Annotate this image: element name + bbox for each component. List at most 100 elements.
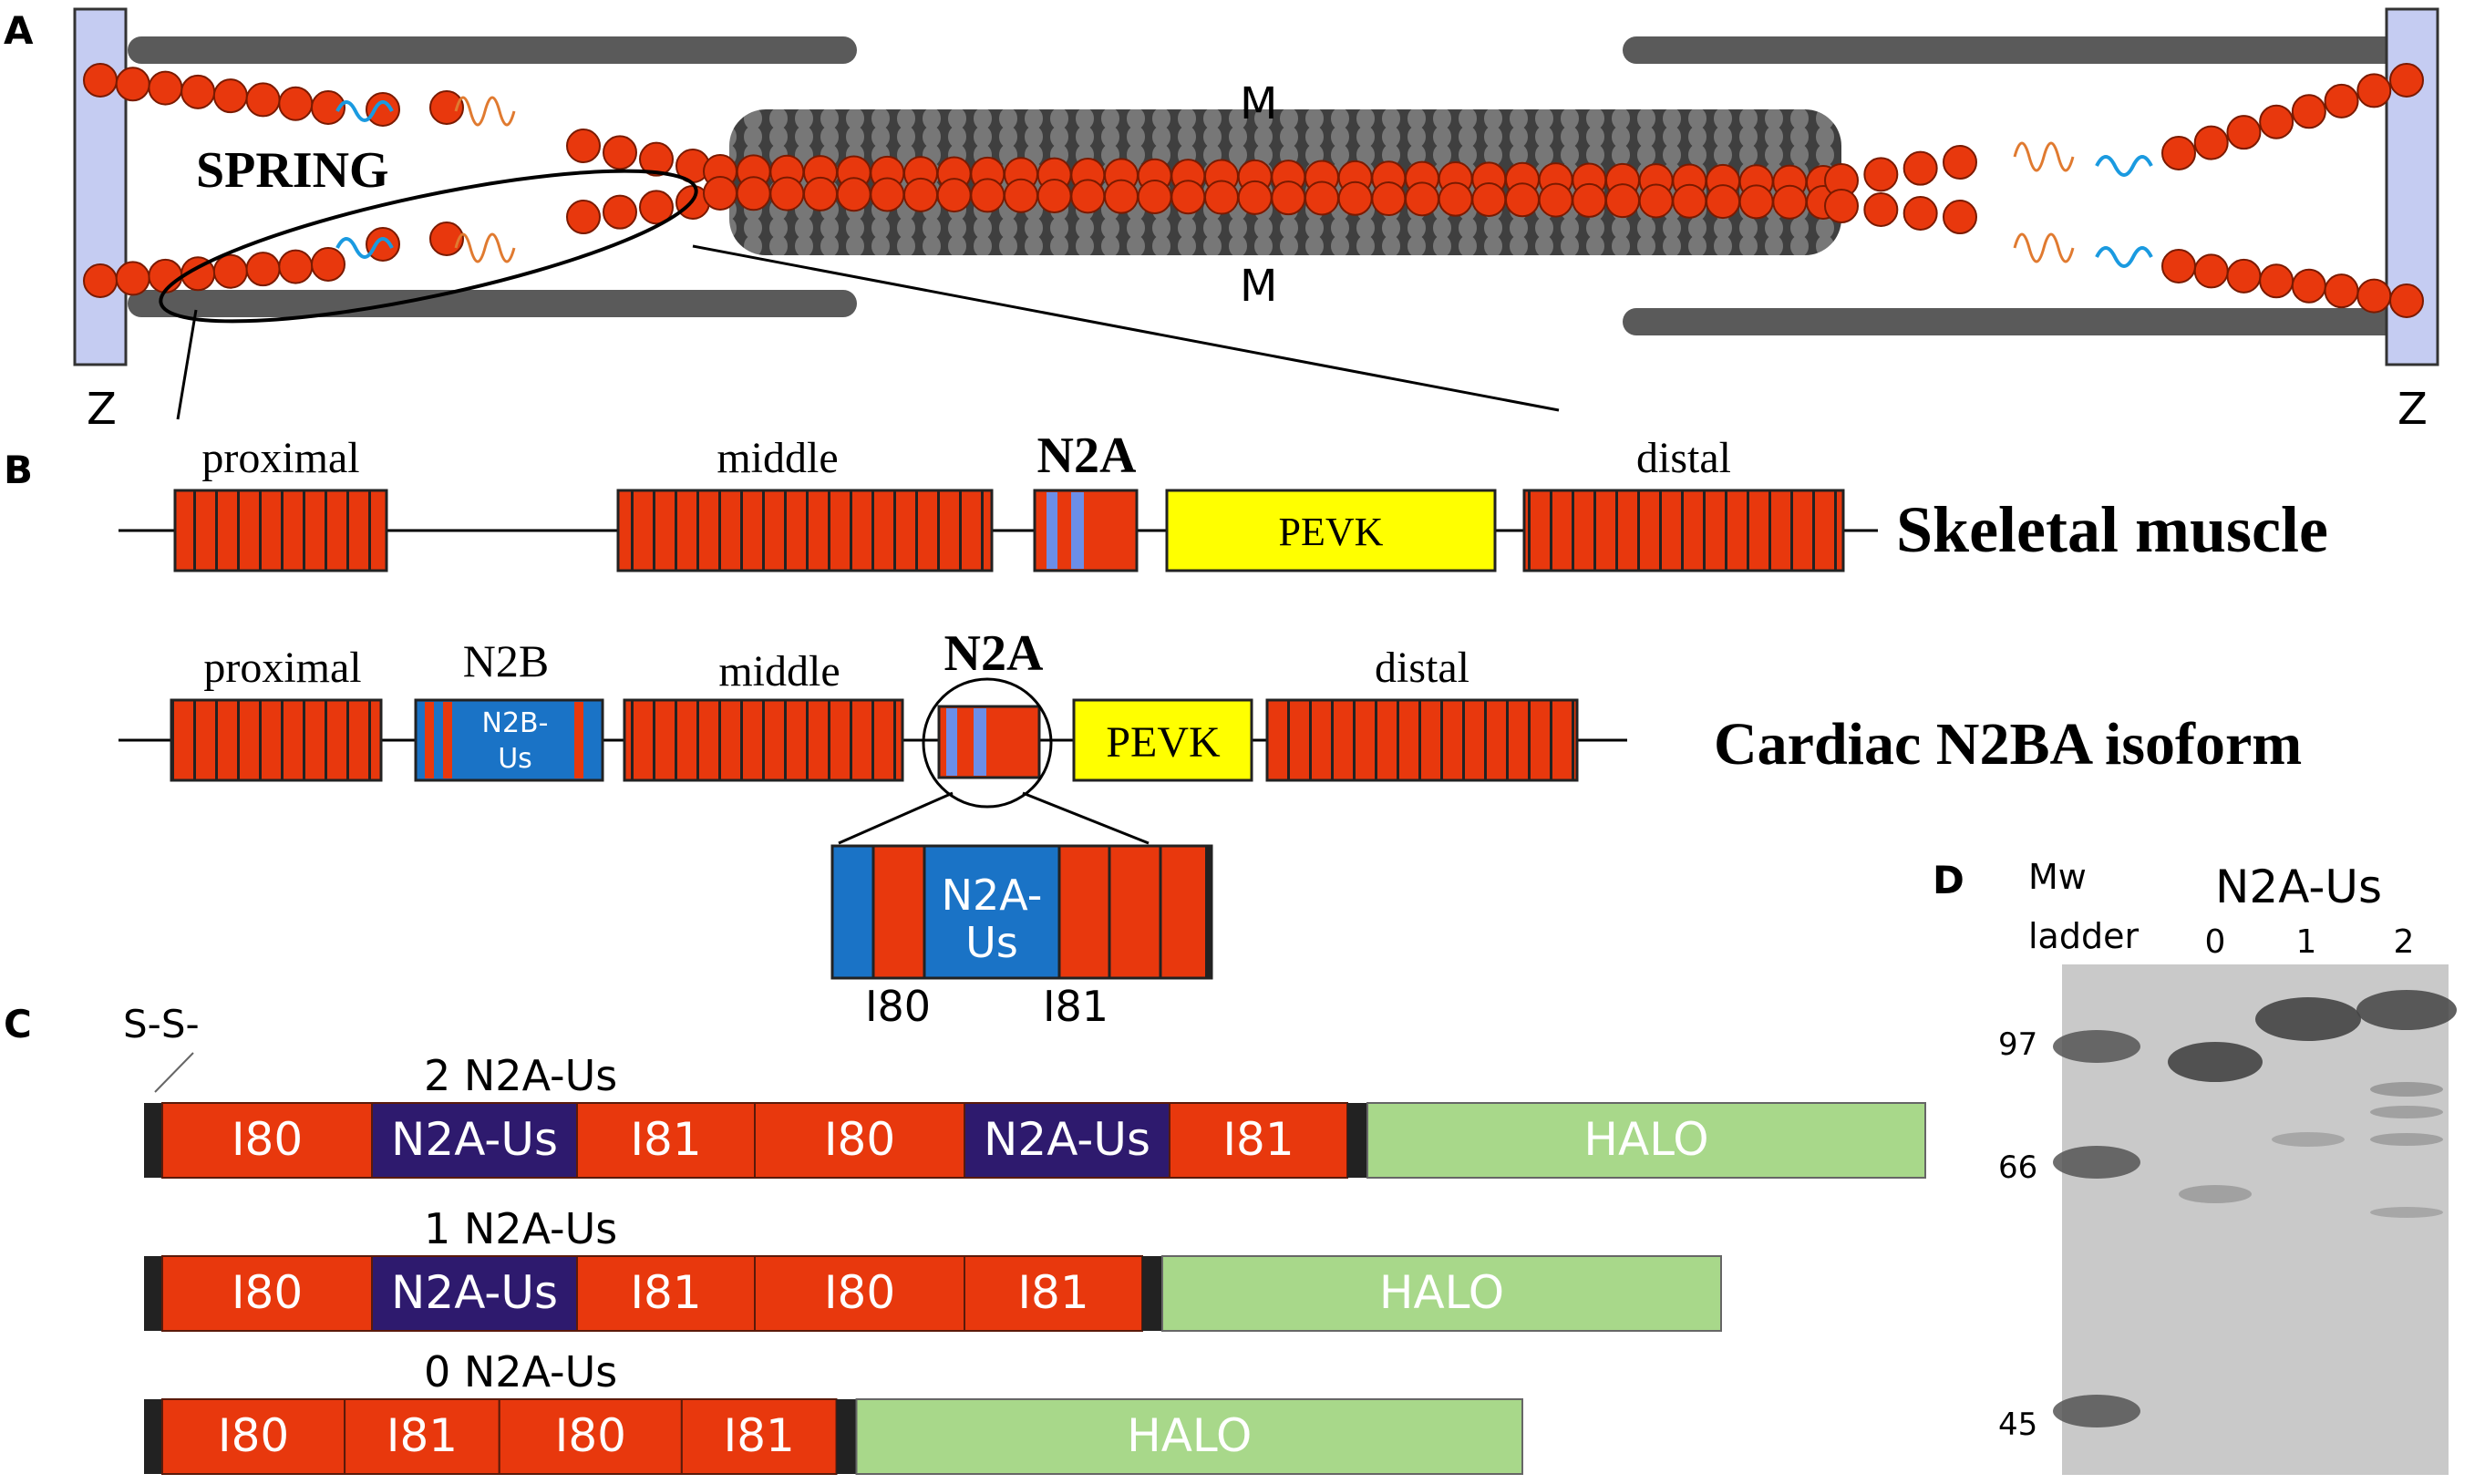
ig-domain-bead [870,177,905,212]
ig-domain-bead [2161,136,2196,170]
zoom-line [176,309,198,420]
ig-domain-bead [2356,73,2392,108]
ig-domain-bead [83,63,118,98]
thin-filament [128,290,857,317]
segment-label: I81 [1017,1266,1088,1319]
halo-tag [1161,1255,1722,1332]
ig-domain-bead [278,249,314,284]
panel-b-skeletal: proximal middle N2A PEVK distal Skeletal… [119,428,2328,572]
panel-label-d: D [1933,858,1964,902]
ig-domain-bead [429,90,464,125]
construct-segment [1169,1102,1348,1179]
pevk-block [1072,698,1253,782]
ig-domain-bead [1706,184,1740,220]
spring-ellipse [159,169,698,324]
ig-domain-bead [2389,63,2424,98]
zoom-line [692,244,1560,412]
disulfide-label: S-S- [123,1002,200,1046]
ig-domain-bead [2226,258,2262,294]
n2a-us-stripe [1047,492,1057,569]
ig-domain-bead [1004,178,1038,213]
ig-i81 [1057,844,1111,980]
ig-domain-bead [639,190,674,225]
thin-filament [128,36,857,64]
cys-cap [144,1399,162,1474]
ig-domain-bead [603,194,637,230]
n2a-zoom-detail: N2A- Us I80 I81 [830,844,1213,1031]
n2a-label: N2A [944,625,1044,682]
ig-i80 [871,844,926,980]
ladder-label-line1: Mw [2028,857,2087,897]
panel-a-sarcomere: SPRING M M Z Z [73,7,2439,435]
thin-filament [1623,36,2407,64]
gel-title: N2A-Us [2215,861,2382,913]
middle-label: middle [717,434,838,482]
mw-marker-label: 66 [1998,1149,2037,1186]
lane-label: 0 [2205,923,2226,961]
zoom-line [1022,791,1150,845]
spring-label: SPRING [196,142,389,199]
pevk-block [1165,489,1497,572]
ig-domain-bead [1237,180,1273,215]
mw-marker-label: 97 [1998,1026,2037,1063]
n2a-label: N2A [1037,428,1137,484]
ig-domain-bead [2356,278,2392,314]
segment-label: I80 [232,1266,303,1319]
skeletal-muscle-label: Skeletal muscle [1896,493,2328,566]
halo-label: HALO [1583,1113,1708,1166]
ig-domain-bead [1943,145,1977,180]
ig-domain-bead [1204,180,1239,215]
ig-domain [1108,844,1162,980]
n2b-ig-stripe [574,702,583,778]
ig-domain-bead [2259,263,2294,299]
sample-band [2370,1106,2443,1118]
ig-domain-bead [1070,179,1106,214]
ladder-label-line2: ladder [2028,916,2139,956]
ig-domain-bead [603,135,637,170]
n2a-us-label-line2: Us [965,918,1018,967]
construct-label: 0 N2A-Us [424,1347,617,1396]
construct-segment [680,1398,838,1475]
segment-label: I80 [232,1113,303,1166]
construct-label: 1 N2A-Us [424,1204,617,1253]
lane-label: 1 [2296,923,2317,961]
pevk-segment [454,96,516,127]
ig-domain-bead [2226,115,2262,150]
ig-domain-bead [803,176,838,211]
ig-domain-bead [1902,196,1938,231]
ig-domain-bead [1137,179,1172,214]
ig-domain-bead [2324,273,2359,309]
middle-ig-block [616,489,994,572]
halo-tag [855,1398,1523,1475]
n2b-label: N2B [463,635,549,686]
ig-domain-bead [1572,182,1607,218]
ig-domain-bead [1638,183,1674,219]
construct-segment [576,1102,756,1179]
m-line-label-bottom: M [1240,261,1277,312]
n2a-us-stripe [1071,492,1084,569]
ig-domain-bead [212,78,248,114]
ig-domain-bead [736,176,771,211]
ig-domain-bead [566,129,601,163]
pevk-label: PEVK [1279,510,1384,554]
sample-band [2356,990,2457,1030]
cys-cap [836,1399,857,1474]
ig-domain-bead [311,90,345,125]
construct-segment [498,1398,683,1475]
cys-cap [144,1103,162,1178]
titin-chain [83,63,2424,318]
n2a-us-domain [923,844,1061,980]
spring-segment [2095,155,2153,177]
halo-tag [1366,1102,1926,1179]
cys-cap [1347,1103,1367,1178]
construct-segment [161,1255,373,1332]
panel-label-c: C [4,1002,32,1046]
spring-segment [335,237,394,259]
segment-label: I80 [824,1113,895,1166]
segment-label: N2A-Us [984,1113,1150,1166]
segment-label: I80 [218,1409,289,1462]
proximal-ig-block [173,489,388,572]
n2a-us-stripe [974,708,986,776]
sample-band [2168,1042,2263,1082]
domain-end [1205,846,1212,978]
